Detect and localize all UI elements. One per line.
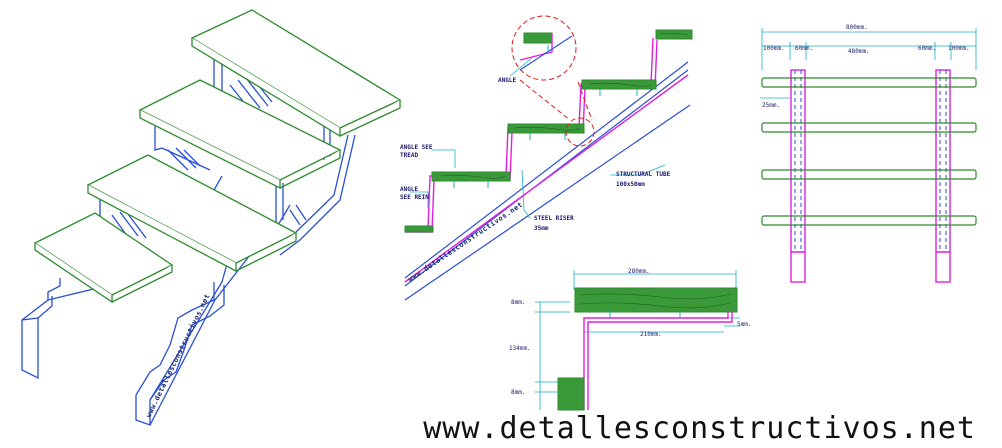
- plan-dim-seg2: 60mm.: [795, 45, 813, 52]
- dim-left-top: 8mm.: [511, 299, 525, 306]
- plan-view: 800mm. 100mm. 60mm. 480mm. 60mm. 100mm. …: [760, 24, 977, 283]
- dim-left-mid: 134mm.: [509, 345, 531, 352]
- plan-dim-total: 800mm.: [846, 24, 868, 31]
- isometric-stair: www.detallesconstructivos.net: [21, 9, 402, 426]
- dim-top: 280mm.: [628, 268, 650, 275]
- dim-left-bot: 8mm.: [511, 389, 525, 396]
- label-angle-b-1: ANGLE SEE: [400, 144, 433, 151]
- plan-dim-seg5: 100mm.: [948, 45, 970, 52]
- label-angle-c-2: SEE REIN: [400, 194, 429, 201]
- label-angle-a: ANGLE: [498, 77, 516, 84]
- label-structural-tube-2: 100x50mm: [616, 181, 645, 188]
- plan-dim-seg1: 100mm.: [763, 45, 785, 52]
- plan-dim-seg3: 480mm.: [848, 48, 870, 55]
- plan-dim-tread-side: 25mm.: [762, 102, 780, 109]
- iso-watermark: www.detallesconstructivos.net: [145, 292, 212, 418]
- detail-callout: [519, 32, 573, 71]
- footer-watermark: www.detallesconstructivos.net: [423, 411, 976, 446]
- label-structural-tube-1: STRUCTURAL TUBE: [616, 171, 671, 178]
- label-steel-riser-1: STEEL RISER: [534, 215, 574, 222]
- label-angle-c-1: ANGLE: [400, 186, 418, 193]
- dim-inner: 210mm.: [640, 331, 662, 338]
- plan-dim-seg4: 60mm.: [918, 45, 936, 52]
- label-steel-riser-2: 35mm: [534, 225, 549, 232]
- dim-right: 5mm.: [737, 321, 751, 328]
- label-angle-b-2: TREAD: [400, 152, 418, 159]
- section-watermark: www.detallesconstructivos.net: [407, 201, 525, 284]
- tread-detail: 280mm. 210mm. 8mm. 134mm. 8mm. 5mm.: [509, 268, 751, 411]
- section-view: ANGLE ANGLE SEE TREAD ANGLE SEE REIN STR…: [400, 15, 693, 301]
